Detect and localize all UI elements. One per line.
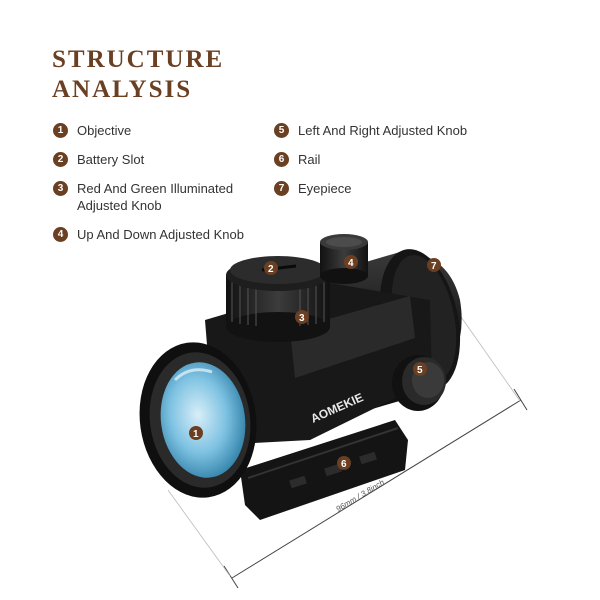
title-line-1: STRUCTURE (52, 46, 225, 73)
callout-3: 3 (295, 310, 309, 324)
legend-number: 6 (274, 152, 289, 167)
legend-number: 3 (53, 181, 68, 196)
legend-item-up-down-knob: 4 Up And Down Adjusted Knob (53, 226, 267, 243)
illumination-knob (226, 256, 330, 342)
legend-label: Rail (298, 152, 321, 167)
legend-label: Eyepiece (298, 181, 352, 196)
up-down-knob (320, 234, 368, 284)
svg-text:4: 4 (348, 258, 354, 269)
legend-item-illuminated-knob: 3 Red And Green Illuminated Adjusted Kno… (53, 180, 257, 214)
callout-7: 7 (427, 258, 441, 272)
callout-2: 2 (264, 261, 278, 275)
legend-label: Left And Right Adjusted Knob (298, 123, 468, 138)
callout-4: 4 (344, 255, 358, 269)
callout-5: 5 (413, 362, 427, 376)
svg-text:3: 3 (299, 313, 305, 324)
svg-text:6: 6 (341, 459, 347, 470)
legend-label: Up And Down Adjusted Knob (77, 227, 244, 242)
callout-6: 6 (337, 456, 351, 470)
legend-label: Objective (77, 123, 132, 138)
legend-label: Battery Slot (77, 152, 145, 167)
svg-text:1: 1 (193, 429, 199, 440)
title-line-2: ANALYSIS (52, 76, 193, 103)
legend-item-rail: 6 Rail (274, 151, 488, 168)
legend-number: 2 (53, 152, 68, 167)
legend-item-eyepiece: 7 Eyepiece (274, 180, 488, 197)
callout-1: 1 (189, 426, 203, 440)
svg-text:7: 7 (431, 261, 437, 272)
legend-item-objective: 1 Objective (53, 122, 267, 139)
rail (240, 420, 408, 520)
svg-text:5: 5 (417, 365, 423, 376)
legend-item-battery-slot: 2 Battery Slot (53, 151, 267, 168)
legend-item-left-right-knob: 5 Left And Right Adjusted Knob (274, 122, 538, 139)
legend-number: 1 (53, 123, 68, 138)
legend-number: 5 (274, 123, 289, 138)
legend-number: 4 (53, 227, 68, 242)
legend-label: Red And Green Illuminated Adjusted Knob (77, 181, 234, 213)
legend-number: 7 (274, 181, 289, 196)
callout-markers: 1 2 3 4 5 6 7 (189, 255, 441, 470)
svg-text:2: 2 (268, 264, 274, 275)
objective (139, 342, 257, 498)
